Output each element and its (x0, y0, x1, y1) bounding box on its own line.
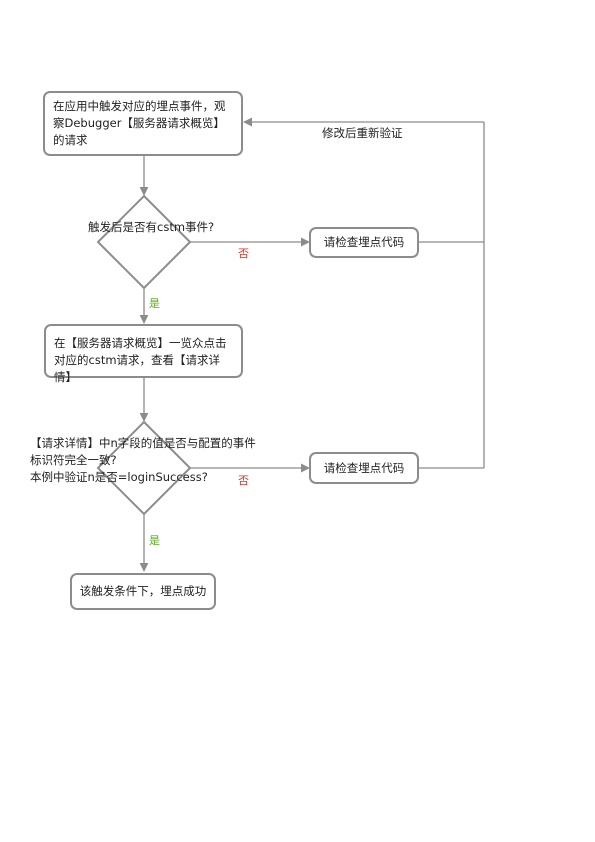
step-view-request: 在【服务器请求概览】一览众点击对应的cstm请求，查看【请求详情】 (44, 324, 243, 384)
step-success: 该触发条件下，埋点成功 (70, 573, 216, 610)
edge-label-no-2: 否 (238, 474, 249, 487)
decision-diamond-cstm (96, 194, 192, 290)
step-check-code-1: 请检查埋点代码 (309, 227, 419, 258)
edge-label-yes-2: 是 (149, 534, 160, 547)
decision-check-cstm-text: 触发后是否有cstm事件? (88, 220, 215, 234)
edge-label-retry: 修改后重新验证 (322, 126, 403, 140)
decision-check-n-field-text: 【请求详情】中n字段的值是否与配置的事件标识符完全一致? 本例中验证n是否=lo… (30, 436, 256, 484)
edge-label-yes-1: 是 (149, 297, 160, 310)
step-trigger-event: 在应用中触发对应的埋点事件，观察Debugger【服务器请求概览】的请求 (43, 91, 243, 156)
step-check-code-2: 请检查埋点代码 (309, 452, 419, 484)
edge-label-no-1: 否 (238, 247, 249, 260)
